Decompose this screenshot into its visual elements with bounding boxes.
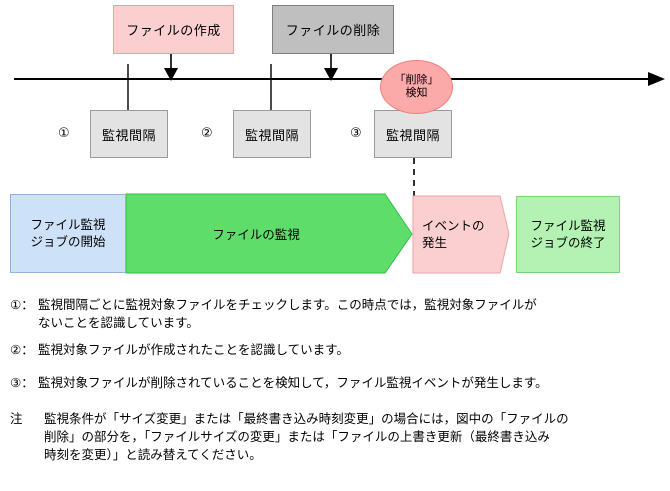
footnote-2-line-1: 監視対象ファイルが作成されたことを認識しています。 <box>38 342 349 357</box>
flow-job-start-line2: ジョブの開始 <box>30 233 106 249</box>
flow-event-occurrence[interactable]: イベントの 発生 <box>413 196 509 273</box>
footnote-2: ②： 監視対象ファイルが作成されたことを認識しています。 <box>10 341 650 359</box>
timeline-arrowhead-icon <box>648 72 665 86</box>
flow-job-end-line2: ジョブの終了 <box>530 234 606 250</box>
flow-job-start[interactable]: ファイル監視 ジョブの開始 <box>10 194 126 273</box>
footnote-1-marker: ①： <box>10 297 34 312</box>
footnote-3-body: 監視対象ファイルが削除されていることを検知して，ファイル監視イベントが発生します… <box>38 374 660 392</box>
diagram-vector-layer <box>14 54 665 274</box>
monitoring-timeline-diagram: ファイルの作成 ファイルの削除 「削除」 検知 ① 監視間隔 ② 監視間隔 ③ … <box>10 5 665 274</box>
footnote-2-marker: ②： <box>10 342 34 357</box>
event-box-file-delete[interactable]: ファイルの削除 <box>272 5 394 54</box>
delete-event-arrowhead-icon <box>324 68 338 81</box>
footnote-3-line-1: 監視対象ファイルが削除されていることを検知して，ファイル監視イベントが発生します… <box>38 375 548 390</box>
interval-box-3[interactable]: 監視間隔 <box>374 110 452 158</box>
footnote-note-line-2: 削除」の部分を，「ファイルサイズの変更」または「ファイルの上書き更新（最終書き込… <box>44 429 550 445</box>
footnote-note-body: 監視条件が「サイズ変更」または「最終書き込み時刻変更」の場合には，図中の「ファイ… <box>44 410 662 464</box>
interval-marker-3: ③ <box>350 126 362 141</box>
flow-event-occurrence-line1: イベントの <box>422 217 485 233</box>
flow-job-start-line1: ファイル監視 <box>30 216 106 232</box>
deletion-detected-line2: 検知 <box>405 86 428 99</box>
deletion-detected-line1: 「削除」 <box>394 73 439 87</box>
interval-box-2-label: 監視間隔 <box>244 128 299 144</box>
footnote-note-line-3: 時刻を変更）」と読み替えてください。 <box>44 447 262 463</box>
flow-job-end-line1: ファイル監視 <box>530 217 606 233</box>
deletion-detected-badge[interactable]: 「削除」 検知 <box>380 60 453 114</box>
event-box-file-create[interactable]: ファイルの作成 <box>113 5 234 54</box>
interval-marker-1: ① <box>58 126 70 141</box>
interval-box-2[interactable]: 監視間隔 <box>233 110 311 158</box>
event-box-file-delete-label: ファイルの削除 <box>285 24 381 39</box>
footnote-1-line-2: ないことを認識しています。 <box>38 315 199 331</box>
footnote-note: 注 監視条件が「サイズ変更」または「最終書き込み時刻変更」の場合には，図中の「フ… <box>10 410 662 464</box>
flow-monitoring-label: ファイルの監視 <box>212 227 300 242</box>
create-event-arrowhead-icon <box>164 68 178 81</box>
footnote-2-body: 監視対象ファイルが作成されたことを認識しています。 <box>38 341 650 359</box>
footnote-note-marker: 注 <box>10 411 23 426</box>
footnote-1-body: 監視間隔ごとに監視対象ファイルをチェックします。この時点では，監視対象ファイルが… <box>38 296 650 332</box>
interval-box-1-label: 監視間隔 <box>101 128 156 144</box>
flow-job-end[interactable]: ファイル監視 ジョブの終了 <box>516 196 620 273</box>
footnote-3: ③： 監視対象ファイルが削除されていることを検知して，ファイル監視イベントが発生… <box>10 374 660 392</box>
event-box-file-create-label: ファイルの作成 <box>126 24 221 39</box>
footnote-3-marker: ③： <box>10 375 34 390</box>
interval-box-3-label: 監視間隔 <box>385 128 440 144</box>
footnote-1: ①： 監視間隔ごとに監視対象ファイルをチェックします。この時点では，監視対象ファ… <box>10 296 650 332</box>
interval-marker-2: ② <box>201 126 213 141</box>
flow-monitoring-label-wrap: ファイルの監視 <box>126 194 386 273</box>
footnote-note-line-1: 監視条件が「サイズ変更」または「最終書き込み時刻変更」の場合には，図中の「ファイ… <box>44 411 569 426</box>
monitoring-arrow-shape <box>125 193 413 274</box>
flow-event-occurrence-line2: 発生 <box>422 234 448 250</box>
event-occurrence-shape <box>412 195 510 274</box>
interval-box-1[interactable]: 監視間隔 <box>90 110 168 158</box>
footnote-1-line-1: 監視間隔ごとに監視対象ファイルをチェックします。この時点では，監視対象ファイルが <box>38 297 537 312</box>
flow-event-occurrence-text: イベントの 発生 <box>422 218 485 252</box>
